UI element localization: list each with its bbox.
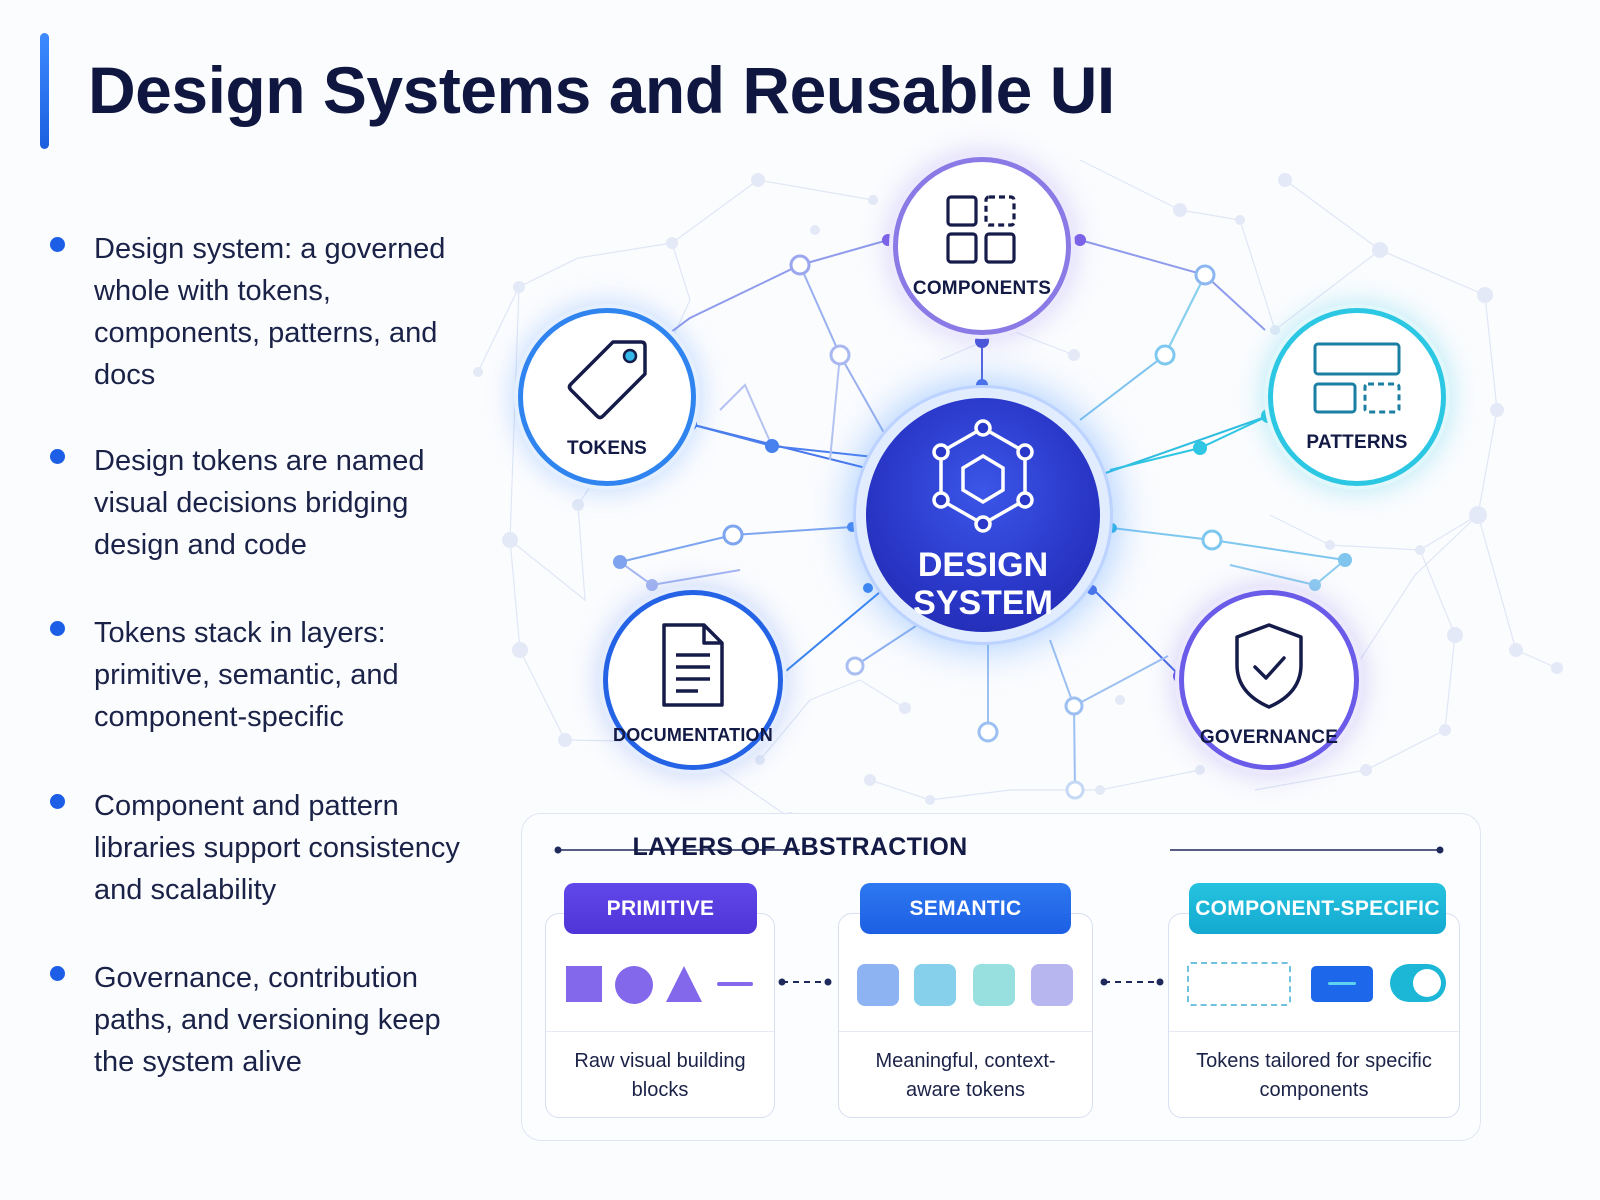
governance-node: GOVERNANCE bbox=[1179, 590, 1359, 770]
swatch-sky-icon bbox=[914, 964, 956, 1006]
primitive-description: Raw visual building blocks bbox=[574, 1050, 746, 1101]
design-system-center-node: DESIGN SYSTEM bbox=[866, 398, 1100, 632]
tokens-label: TOKENS bbox=[566, 438, 648, 459]
governance-label: GOVERNANCE bbox=[1199, 727, 1339, 748]
patterns-label: PATTERNS bbox=[1306, 432, 1408, 453]
bullet-text: Tokens stack in layers: primitive, seman… bbox=[94, 617, 399, 733]
primitive-label: PRIMITIVE bbox=[564, 883, 757, 934]
documentation-label: DOCUMENTATION bbox=[613, 724, 773, 745]
line-icon bbox=[717, 982, 753, 986]
bullet-text: Component and pattern libraries support … bbox=[94, 790, 460, 906]
bullet-dot-icon bbox=[50, 237, 65, 252]
patterns-node: PATTERNS bbox=[1268, 308, 1446, 486]
primitive-card: Raw visual building blocks bbox=[545, 913, 775, 1118]
bullet-dot-icon bbox=[50, 449, 65, 464]
triangle-icon bbox=[666, 966, 702, 1002]
component-specific-card: Tokens tailored for specific components bbox=[1168, 913, 1460, 1118]
shield-check-icon bbox=[1235, 623, 1303, 709]
components-label: COMPONENTS bbox=[912, 278, 1052, 299]
card-divider bbox=[546, 1031, 774, 1032]
bullet-text: Design system: a governed whole with tok… bbox=[94, 233, 446, 391]
hexagon-network-icon bbox=[932, 419, 1034, 533]
button-icon bbox=[1311, 966, 1373, 1002]
grid-icon bbox=[946, 195, 1016, 264]
layout-icon bbox=[1313, 342, 1401, 414]
semantic-label: SEMANTIC bbox=[860, 883, 1071, 934]
swatch-blue-icon bbox=[857, 964, 899, 1006]
semantic-card: Meaningful, context-aware tokens bbox=[838, 913, 1093, 1118]
toggle-icon bbox=[1390, 964, 1446, 1002]
center-label-line2: SYSTEM bbox=[913, 584, 1053, 622]
documentation-node: DOCUMENTATION bbox=[603, 590, 783, 770]
square-icon bbox=[566, 966, 602, 1002]
bullet-dot-icon bbox=[50, 966, 65, 981]
page-title: Design Systems and Reusable UI bbox=[88, 53, 1115, 127]
semantic-description: Meaningful, context-aware tokens bbox=[875, 1050, 1056, 1101]
bullet-text: Design tokens are named visual decisions… bbox=[94, 445, 425, 561]
circle-icon bbox=[615, 966, 653, 1004]
dashed-input-icon bbox=[1187, 962, 1291, 1006]
center-label-line1: DESIGN bbox=[917, 546, 1049, 584]
tokens-node: TOKENS bbox=[518, 308, 696, 486]
layers-title: LAYERS OF ABSTRACTION bbox=[632, 833, 968, 861]
title-accent-bar bbox=[40, 33, 49, 149]
component-description: Tokens tailored for specific components bbox=[1196, 1050, 1432, 1101]
component-specific-label: COMPONENT-SPECIFIC bbox=[1189, 883, 1446, 934]
swatch-teal-icon bbox=[973, 964, 1015, 1006]
connection-dots bbox=[613, 234, 1352, 800]
swatch-lavender-icon bbox=[1031, 964, 1073, 1006]
bullet-dot-icon bbox=[50, 621, 65, 636]
components-node: COMPONENTS bbox=[893, 157, 1071, 335]
card-divider bbox=[839, 1031, 1092, 1032]
document-icon bbox=[662, 622, 724, 707]
card-divider bbox=[1169, 1031, 1459, 1032]
bullet-dot-icon bbox=[50, 794, 65, 809]
bullet-text: Governance, contribution paths, and vers… bbox=[94, 962, 441, 1078]
tag-icon bbox=[567, 340, 647, 420]
